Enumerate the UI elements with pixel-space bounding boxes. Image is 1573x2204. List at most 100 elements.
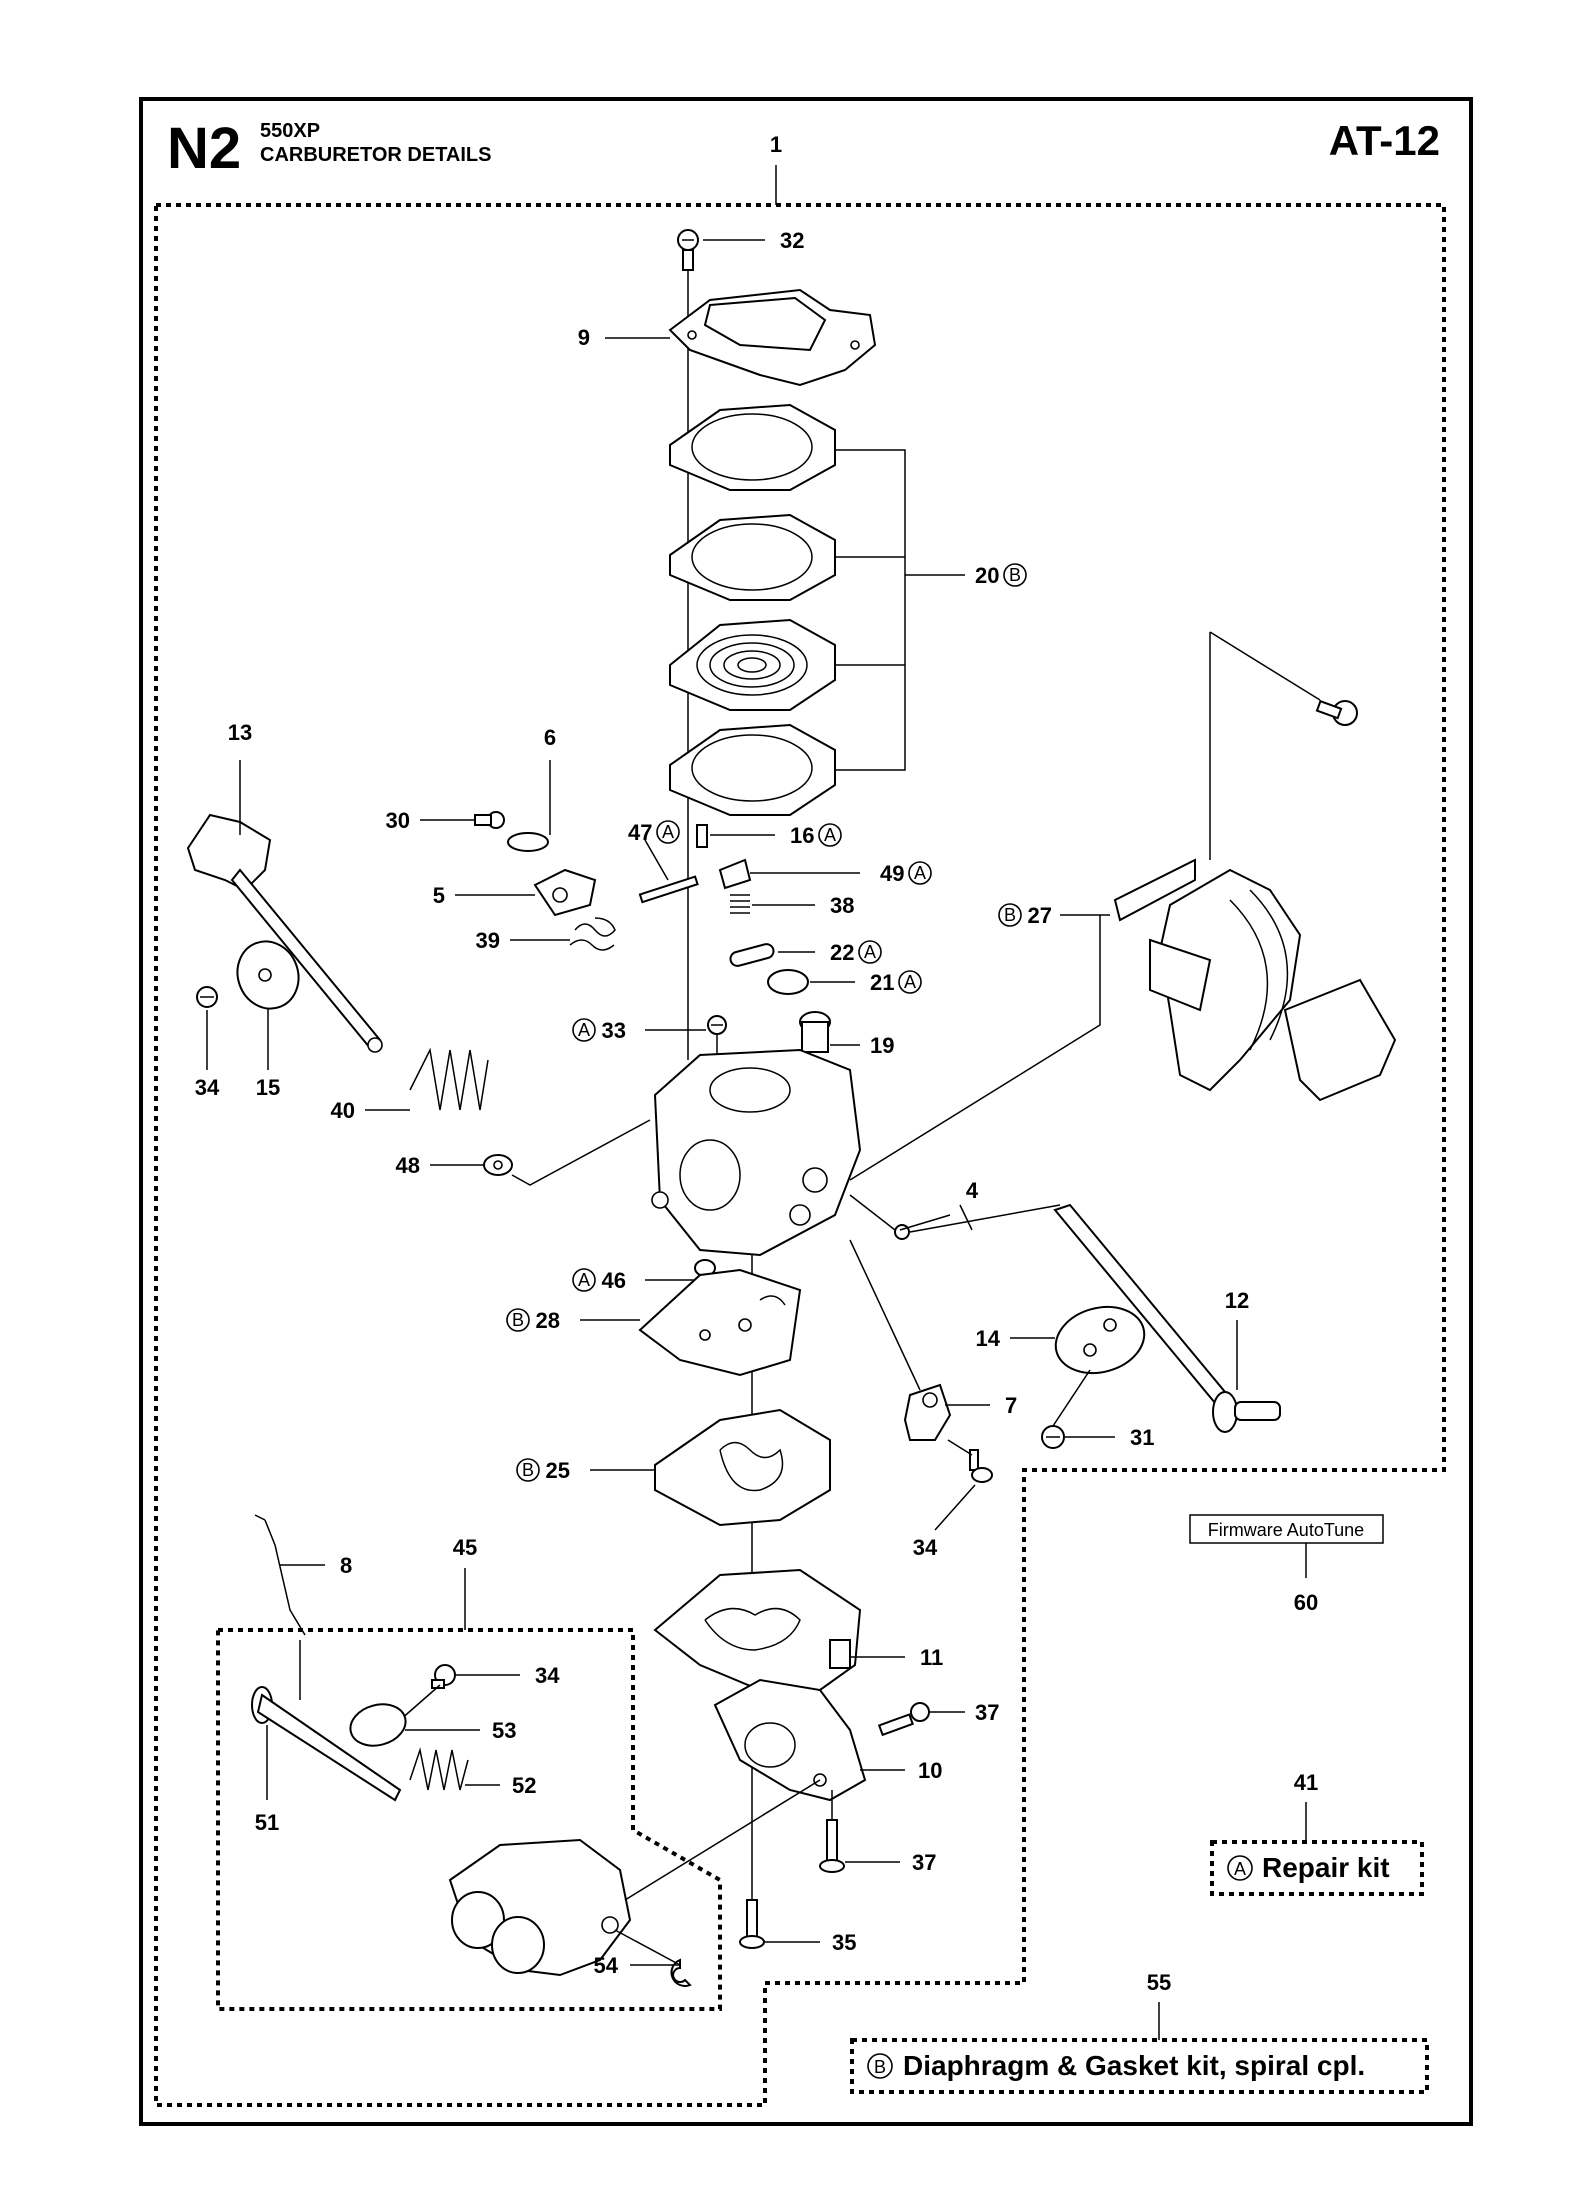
screw-30 xyxy=(474,811,505,829)
part-number: 34 xyxy=(195,1075,220,1100)
part-number: 34 xyxy=(913,1535,938,1560)
kit-marker-circle xyxy=(908,861,932,885)
leader-34-mid xyxy=(934,1484,976,1531)
washer-48 xyxy=(483,1154,513,1176)
part-label-p55: 55 xyxy=(1147,1970,1171,1995)
kit-marker-circle xyxy=(656,820,680,844)
part-label-p47: A47 xyxy=(628,820,680,845)
gasket-kit-marker-circle xyxy=(867,2053,893,2079)
gasket-kit-marker: B xyxy=(874,2057,886,2077)
screw-32 xyxy=(677,229,699,271)
kit-marker-circle xyxy=(858,940,882,964)
gasket-20-a xyxy=(669,403,836,491)
kit-marker: A xyxy=(864,942,876,962)
firmware-box xyxy=(1189,1514,1384,1544)
screw-37-lower xyxy=(819,1819,845,1873)
kit-marker: B xyxy=(1004,905,1016,925)
part-number: 47 xyxy=(628,820,652,845)
part-number: 21 xyxy=(870,970,894,995)
part-number: 33 xyxy=(602,1018,626,1043)
part-number: 7 xyxy=(1005,1393,1017,1418)
part-number: 13 xyxy=(228,720,252,745)
part-number: 11 xyxy=(920,1645,943,1670)
leader-47 xyxy=(644,839,669,881)
part-label-p30: 30 xyxy=(386,808,410,833)
part-number: 60 xyxy=(1294,1590,1318,1615)
kit-marker-circle xyxy=(516,1458,540,1482)
part-number: 30 xyxy=(386,808,410,833)
gasket-kit-box xyxy=(850,2038,1429,2094)
part-number: 28 xyxy=(536,1308,560,1333)
part-number: 4 xyxy=(966,1178,979,1203)
page-title: CARBURETOR DETAILS xyxy=(260,144,491,166)
part-label-p38: 38 xyxy=(830,893,854,918)
washer-6 xyxy=(507,832,549,852)
part-number: 31 xyxy=(1130,1425,1154,1450)
part-label-p52: 52 xyxy=(512,1773,536,1798)
part-number: 55 xyxy=(1147,1970,1171,1995)
spring-38 xyxy=(730,894,750,914)
screw-34-mid xyxy=(969,1449,993,1483)
pin-22 xyxy=(729,943,775,967)
part-number: 48 xyxy=(396,1153,420,1178)
part-label-p27: B 27 xyxy=(998,903,1052,928)
part-label-p22: A22 xyxy=(830,940,882,965)
clip-4 xyxy=(894,1224,910,1240)
part-number: 27 xyxy=(1028,903,1052,928)
lever-5 xyxy=(533,868,597,917)
pump-body-11 xyxy=(653,1568,862,1691)
fitting-19 xyxy=(799,1011,831,1053)
carburetor-body xyxy=(651,1048,862,1257)
part-label-p37a: 37 xyxy=(975,1700,999,1725)
leader-screw-top-right xyxy=(1209,631,1321,701)
rod-8 xyxy=(254,1514,306,1636)
part-label-p15: 15 xyxy=(256,1075,280,1100)
assembly-boundary xyxy=(154,203,1446,2107)
part-label-p9: 9 xyxy=(578,325,590,350)
lever-49 xyxy=(718,858,752,890)
kit-marker-circle xyxy=(572,1018,596,1042)
part-label-p32: 32 xyxy=(780,228,804,253)
part-number: 15 xyxy=(256,1075,280,1100)
part-number: 34 xyxy=(535,1663,560,1688)
screw-35 xyxy=(739,1899,765,1949)
spring-39 xyxy=(569,917,616,951)
kit-marker: A xyxy=(578,1020,590,1040)
part-label-p49: A49 xyxy=(880,861,932,886)
kit-marker: B xyxy=(522,1460,534,1480)
carburetor-base-10 xyxy=(713,1678,867,1802)
section-code: N2 xyxy=(167,116,241,181)
part-number: 1 xyxy=(770,132,782,157)
choke-shaft-12 xyxy=(1053,1203,1281,1433)
part-label-p21: A21 xyxy=(870,970,922,995)
repair-kit-marker: A xyxy=(1234,1859,1246,1879)
link-45-to-10 xyxy=(624,1779,821,1901)
link-48-body xyxy=(511,1119,651,1186)
link-54 xyxy=(614,1929,681,1966)
gasket-25 xyxy=(654,1408,831,1527)
link-7-body xyxy=(849,1239,921,1391)
part-label-p28: B 28 xyxy=(506,1308,560,1333)
kit-marker: A xyxy=(578,1270,590,1290)
part-number: 16 xyxy=(790,823,814,848)
kit-marker: A xyxy=(824,825,836,845)
shaft-51 xyxy=(251,1686,402,1802)
throttle-plate-15 xyxy=(236,940,300,1010)
part-label-p35: 35 xyxy=(832,1930,856,1955)
part-number: 40 xyxy=(331,1098,355,1123)
part-label-p45: 45 xyxy=(453,1535,477,1560)
screw-37-upper xyxy=(877,1702,930,1737)
valve-16 xyxy=(696,824,708,848)
gasket-28 xyxy=(638,1268,802,1377)
part-label-p14: 14 xyxy=(976,1326,1001,1351)
throttle-shaft-13 xyxy=(186,813,383,1053)
part-number: 5 xyxy=(433,883,445,908)
leader-27 xyxy=(849,914,1110,1181)
kit-marker: B xyxy=(512,1310,524,1330)
subassembly-45-boundary xyxy=(216,1628,722,2011)
disc-21 xyxy=(767,969,809,995)
part-label-p12: 12 xyxy=(1225,1288,1249,1313)
